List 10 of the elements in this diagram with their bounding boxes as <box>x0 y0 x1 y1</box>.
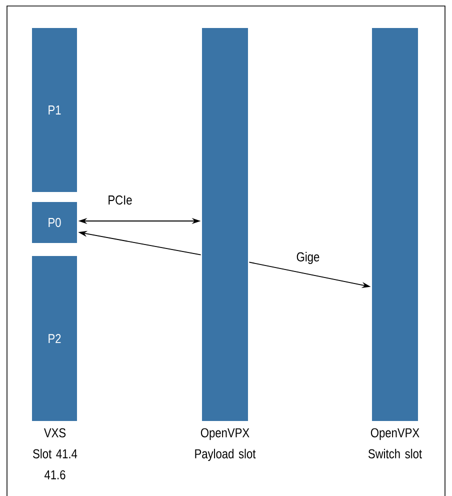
connector-box: P0 <box>32 202 77 243</box>
slot-bar <box>372 28 418 421</box>
slot-caption: OpenVPX Switch slot <box>368 428 422 458</box>
connector-box: P2 <box>32 256 77 421</box>
connector-box: P1 <box>32 28 77 192</box>
slot-bar <box>202 28 248 421</box>
edge-label: Gige <box>295 250 321 266</box>
slot-caption: OpenVPX Payload slot <box>195 428 256 461</box>
slot-caption: VXS Slot 41.4 41.6 <box>33 428 78 480</box>
edge-label: PCIe <box>106 194 134 206</box>
